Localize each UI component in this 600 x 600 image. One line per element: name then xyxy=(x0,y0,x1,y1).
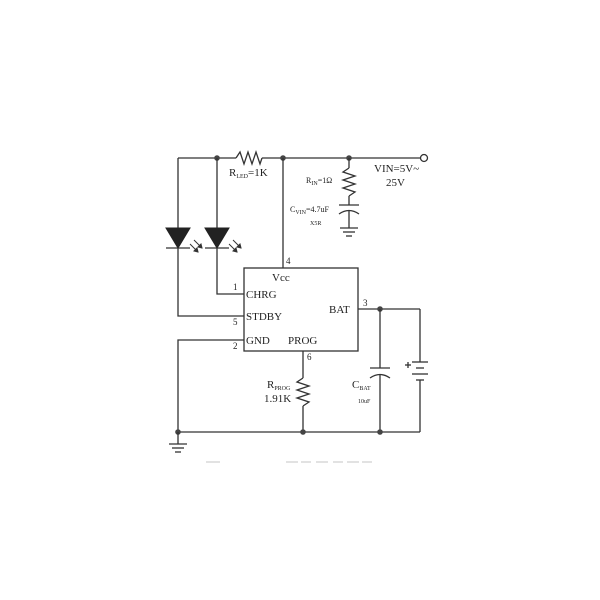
cut-off-caption xyxy=(206,461,372,463)
led2-symbol xyxy=(204,227,230,249)
r-in-label: RIN=1Ω xyxy=(306,176,332,187)
led-resistor xyxy=(235,149,263,167)
charger-ic xyxy=(243,267,359,352)
r-prog-value: 1.91K xyxy=(264,393,291,405)
pin-number-1: 1 xyxy=(233,282,238,292)
ic-pin-vcc: Vcc xyxy=(272,272,290,284)
c-vin-type-label: X5R xyxy=(310,221,321,227)
led2-wire-bottom xyxy=(216,248,244,295)
vin-terminal xyxy=(419,153,429,163)
pin-number-3: 3 xyxy=(363,298,368,308)
led1-symbol xyxy=(165,227,191,249)
r-led-label: RLED=1K xyxy=(229,167,268,180)
pin-number-2: 2 xyxy=(233,341,238,351)
led1-light-arrows xyxy=(189,239,203,253)
rin-resistor xyxy=(340,167,358,197)
battery-symbol xyxy=(405,361,428,381)
c-bat-label: CBAT xyxy=(352,379,371,392)
ic-pin-prog: PROG xyxy=(288,335,317,347)
led1-wire-bottom xyxy=(177,248,244,317)
junction-dot xyxy=(300,429,306,435)
c-vin-label: CVIN=4.7uF xyxy=(290,205,330,216)
led2-light-arrows xyxy=(228,239,242,253)
cvin-ground-symbol xyxy=(340,227,358,237)
vin-label: VIN=5V~ xyxy=(374,163,419,175)
ic-pin-bat: BAT xyxy=(329,304,350,316)
cvin-plate-bottom xyxy=(338,209,360,215)
gnd-wire xyxy=(177,339,244,432)
junction-dot xyxy=(377,429,383,435)
pin-number-5: 5 xyxy=(233,317,238,327)
main-ground-symbol xyxy=(169,443,187,453)
ic-pin-gnd: GND xyxy=(246,335,270,347)
r-prog-label: RPROG xyxy=(267,379,291,392)
rprog-resistor xyxy=(294,377,312,407)
pin-number-6: 6 xyxy=(307,352,312,362)
c-bat-value: 10uF xyxy=(358,399,371,405)
ic-pin-stdby: STDBY xyxy=(246,311,282,323)
pin-number-4: 4 xyxy=(286,256,291,266)
ic-pin-chrg: CHRG xyxy=(246,289,277,301)
vin-label-range: 25V xyxy=(386,177,405,189)
